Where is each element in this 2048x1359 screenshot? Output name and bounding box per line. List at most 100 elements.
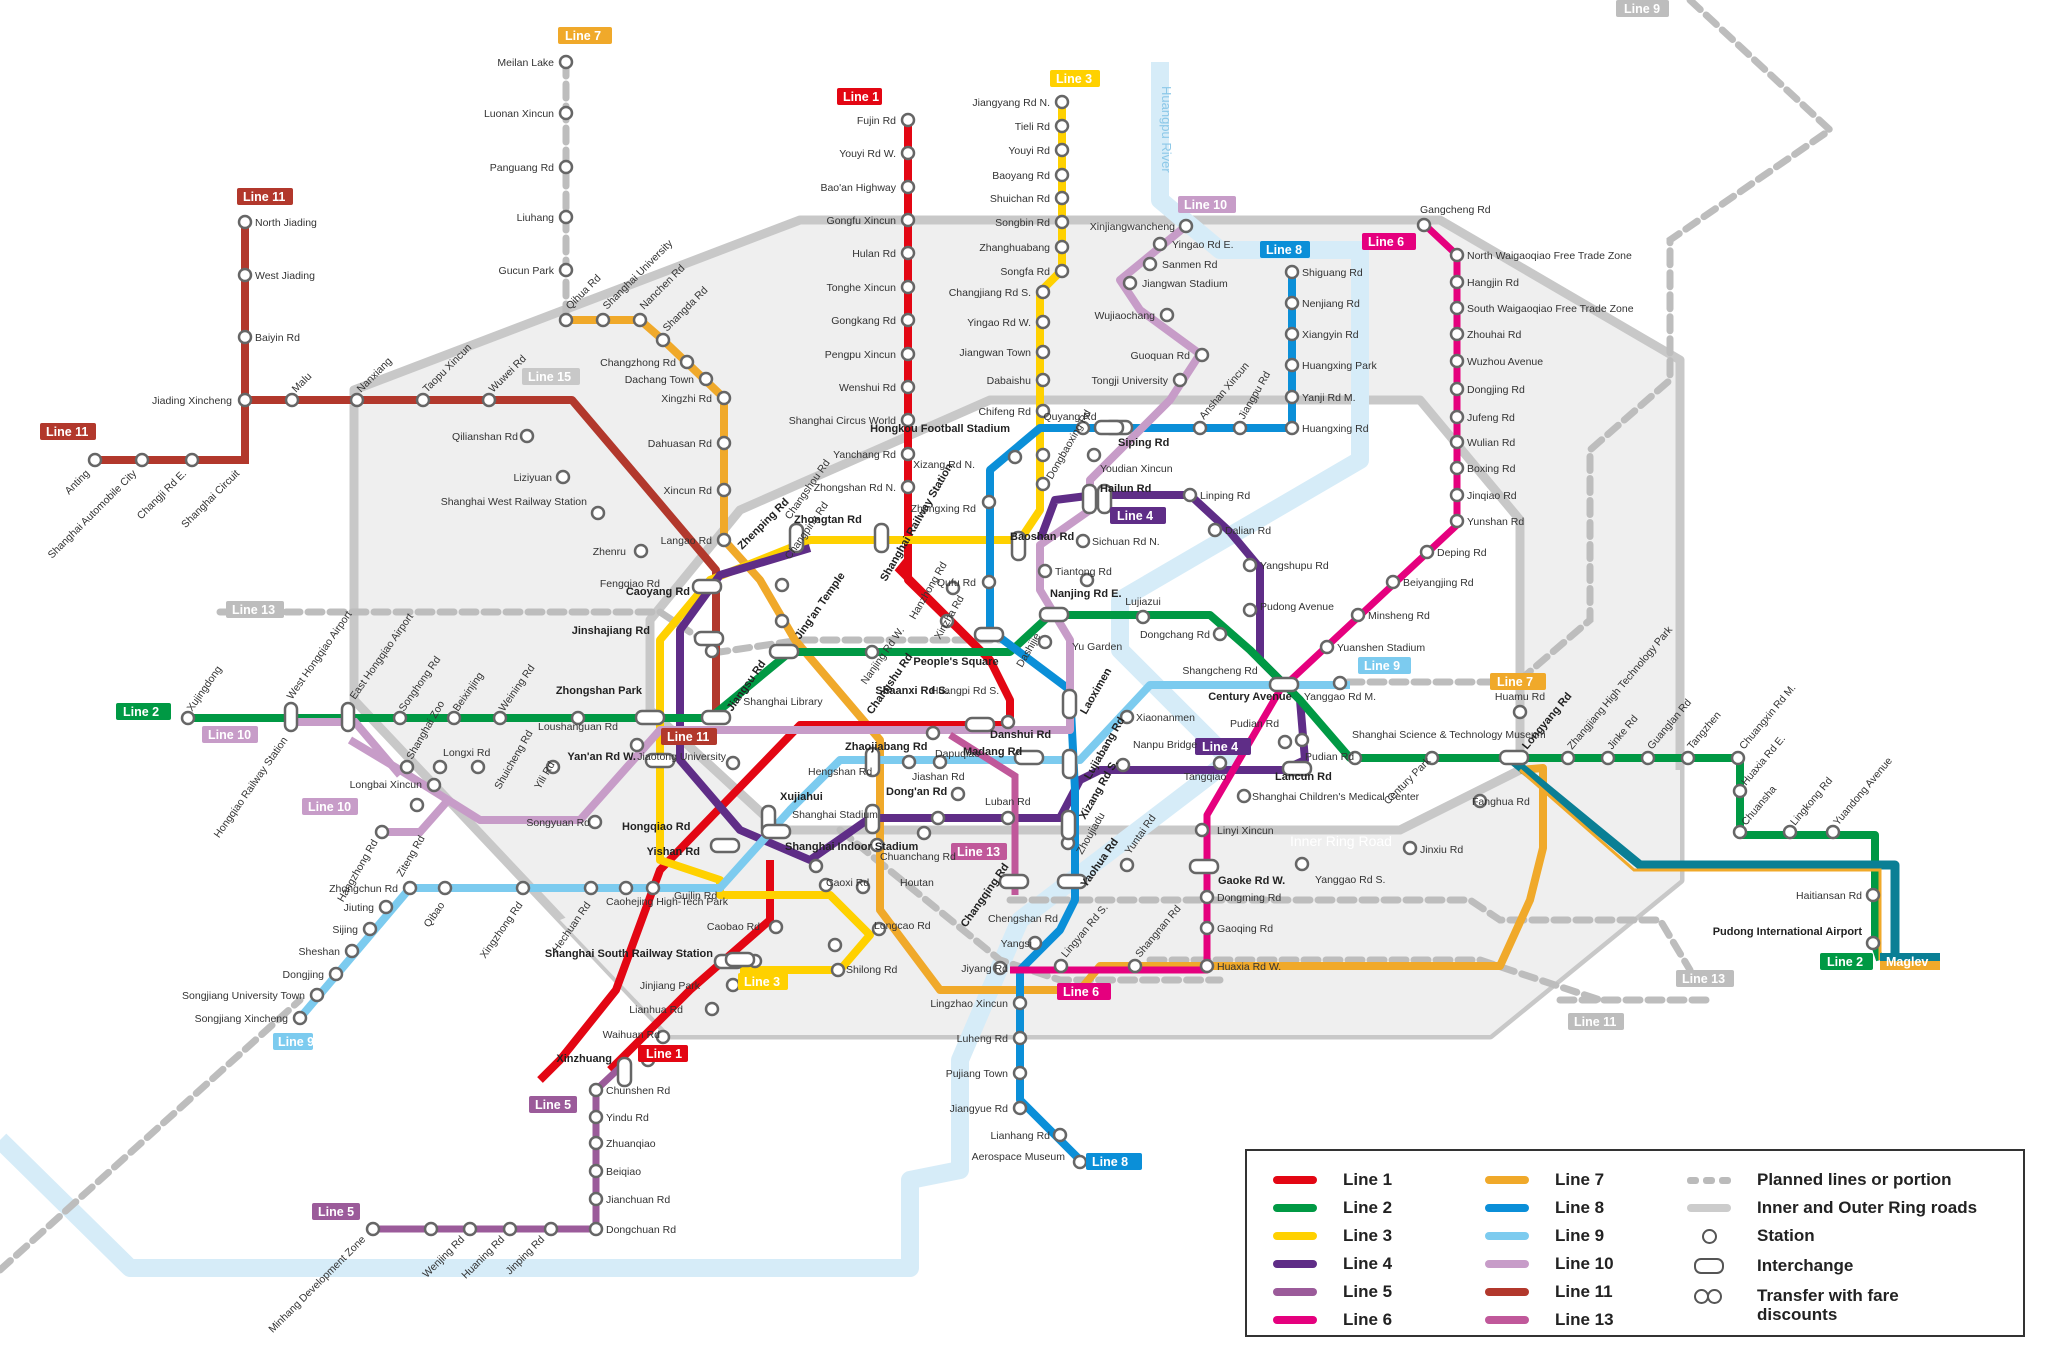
svg-text:Line 1: Line 1 bbox=[646, 1047, 682, 1061]
svg-text:Boxing Rd: Boxing Rd bbox=[1467, 463, 1516, 475]
line-5-swatch bbox=[1273, 1288, 1317, 1296]
svg-text:Pudian Rd: Pudian Rd bbox=[1305, 751, 1354, 763]
svg-text:Jiyang Rd: Jiyang Rd bbox=[961, 963, 1008, 975]
svg-text:Liuhang: Liuhang bbox=[517, 212, 555, 224]
svg-text:Lianhang Rd: Lianhang Rd bbox=[990, 1130, 1050, 1142]
svg-text:Shuichan Rd: Shuichan Rd bbox=[990, 193, 1050, 205]
maglev-line bbox=[1509, 756, 1900, 960]
svg-text:Yingao Rd W.: Yingao Rd W. bbox=[967, 317, 1031, 329]
svg-text:Huangpi Rd S.: Huangpi Rd S. bbox=[931, 685, 999, 697]
svg-text:Malu: Malu bbox=[290, 370, 315, 395]
line-9 bbox=[296, 681, 1350, 1021]
svg-text:Dalian Rd: Dalian Rd bbox=[1225, 525, 1271, 537]
svg-text:Hailun Rd: Hailun Rd bbox=[1100, 483, 1151, 495]
svg-text:Hulan Rd: Hulan Rd bbox=[852, 248, 896, 260]
svg-text:Shanghai South Railway Station: Shanghai South Railway Station bbox=[545, 948, 713, 960]
svg-text:Yindu Rd: Yindu Rd bbox=[606, 1112, 649, 1124]
legend-line-11: Line 11 bbox=[1485, 1280, 1613, 1304]
svg-text:People's Square: People's Square bbox=[913, 656, 998, 668]
line-13-swatch bbox=[1485, 1316, 1529, 1324]
legend-line-7: Line 7 bbox=[1485, 1168, 1604, 1192]
svg-text:Linping Rd: Linping Rd bbox=[1200, 490, 1250, 502]
svg-text:Wuzhou Avenue: Wuzhou Avenue bbox=[1467, 356, 1543, 368]
svg-text:Line 8: Line 8 bbox=[1266, 243, 1302, 257]
svg-text:Century Avenue: Century Avenue bbox=[1208, 691, 1292, 703]
svg-text:Dahuasan Rd: Dahuasan Rd bbox=[648, 438, 712, 450]
svg-text:Zhaojiabang Rd: Zhaojiabang Rd bbox=[845, 741, 928, 753]
svg-text:Yingao Rd E.: Yingao Rd E. bbox=[1172, 239, 1233, 251]
svg-text:North Jiading: North Jiading bbox=[255, 217, 317, 229]
svg-text:Dong'an Rd: Dong'an Rd bbox=[886, 786, 947, 798]
line-11-swatch bbox=[1485, 1288, 1529, 1296]
svg-text:Youyi Rd: Youyi Rd bbox=[1008, 145, 1050, 157]
svg-text:Xiaonanmen: Xiaonanmen bbox=[1136, 712, 1195, 724]
svg-text:Loushanguan Rd: Loushanguan Rd bbox=[538, 721, 618, 733]
station-markers bbox=[87, 54, 1881, 1237]
svg-text:Hongqiao Rd: Hongqiao Rd bbox=[622, 821, 690, 833]
svg-text:Zhouhai Rd: Zhouhai Rd bbox=[1467, 329, 1521, 341]
svg-text:Lancun Rd: Lancun Rd bbox=[1275, 771, 1332, 783]
svg-text:Luonan Xincun: Luonan Xincun bbox=[484, 108, 554, 120]
svg-text:Yuandong Avenue: Yuandong Avenue bbox=[1831, 755, 1895, 828]
svg-text:Pengpu Xincun: Pengpu Xincun bbox=[825, 349, 896, 361]
svg-text:Zhenru: Zhenru bbox=[593, 546, 626, 558]
legend-line-1: Line 1 bbox=[1273, 1168, 1392, 1192]
svg-text:Yangshupu Rd: Yangshupu Rd bbox=[1260, 560, 1329, 572]
legend-line-9: Line 9 bbox=[1485, 1224, 1604, 1248]
svg-text:Changzhong Rd: Changzhong Rd bbox=[600, 357, 676, 369]
legend-line-8: Line 8 bbox=[1485, 1196, 1604, 1220]
svg-text:Panguang Rd: Panguang Rd bbox=[490, 162, 554, 174]
legend-line-6: Line 6 bbox=[1273, 1308, 1392, 1332]
svg-text:North Waigaoqiao Free Trade Zo: North Waigaoqiao Free Trade Zone bbox=[1467, 250, 1632, 262]
svg-text:Line 2: Line 2 bbox=[123, 705, 159, 719]
svg-text:Gaoke Rd W.: Gaoke Rd W. bbox=[1218, 875, 1285, 887]
svg-text:Maglev: Maglev bbox=[1886, 955, 1928, 969]
svg-text:Line 7: Line 7 bbox=[1497, 675, 1533, 689]
svg-text:Houtan: Houtan bbox=[900, 877, 934, 889]
ring-road-icon bbox=[1687, 1204, 1731, 1212]
svg-text:Beiyangjing Rd: Beiyangjing Rd bbox=[1403, 577, 1474, 589]
svg-text:Line 9: Line 9 bbox=[278, 1035, 314, 1049]
line-2-swatch bbox=[1273, 1204, 1317, 1212]
svg-text:Shanghai Indoor Stadium: Shanghai Indoor Stadium bbox=[785, 841, 918, 853]
svg-text:Dapuqiao: Dapuqiao bbox=[935, 748, 980, 760]
svg-text:Line 4: Line 4 bbox=[1202, 740, 1238, 754]
svg-text:Yanji Rd M.: Yanji Rd M. bbox=[1302, 392, 1356, 404]
svg-text:Xingzhong Rd: Xingzhong Rd bbox=[478, 900, 526, 961]
svg-text:Sanmen Rd: Sanmen Rd bbox=[1162, 259, 1218, 271]
river-label: Huangpu River bbox=[1159, 86, 1174, 173]
svg-text:Line 9: Line 9 bbox=[1624, 2, 1660, 16]
svg-text:Yan'an Rd W.: Yan'an Rd W. bbox=[567, 751, 636, 763]
svg-text:Xiangyin Rd: Xiangyin Rd bbox=[1302, 329, 1359, 341]
svg-text:Dongchuan Rd: Dongchuan Rd bbox=[606, 1224, 676, 1236]
svg-text:Gucun Park: Gucun Park bbox=[499, 265, 555, 277]
svg-text:Gangcheng Rd: Gangcheng Rd bbox=[1420, 204, 1491, 216]
interchange-icon bbox=[1687, 1258, 1731, 1274]
svg-text:Deping Rd: Deping Rd bbox=[1437, 547, 1487, 559]
svg-text:Line 13: Line 13 bbox=[232, 603, 275, 617]
line-4-swatch bbox=[1273, 1260, 1317, 1268]
svg-text:South Waigaoqiao Free Trade Zo: South Waigaoqiao Free Trade Zone bbox=[1467, 303, 1634, 315]
svg-text:Jinjiang Park: Jinjiang Park bbox=[640, 980, 701, 992]
svg-text:Tongji University: Tongji University bbox=[1092, 375, 1169, 387]
svg-text:Caoyang Rd: Caoyang Rd bbox=[626, 586, 690, 598]
legend-line-3: Line 3 bbox=[1273, 1224, 1392, 1248]
svg-text:Xujingdong: Xujingdong bbox=[185, 664, 225, 714]
svg-text:Caobao Rd: Caobao Rd bbox=[707, 921, 760, 933]
svg-text:Xingzhi Rd: Xingzhi Rd bbox=[661, 393, 712, 405]
svg-text:Line 10: Line 10 bbox=[308, 800, 351, 814]
svg-text:Meilan Lake: Meilan Lake bbox=[497, 57, 554, 69]
svg-text:Pudong International Airport: Pudong International Airport bbox=[1713, 926, 1863, 938]
svg-text:Yuanshen Stadium: Yuanshen Stadium bbox=[1337, 642, 1425, 654]
svg-text:Shanghai Science & Technology: Shanghai Science & Technology Museum bbox=[1352, 729, 1546, 741]
line-9-swatch bbox=[1485, 1232, 1529, 1240]
svg-text:Beiqiao: Beiqiao bbox=[606, 1166, 641, 1178]
svg-text:Linyi Xincun: Linyi Xincun bbox=[1217, 825, 1274, 837]
svg-text:Sichuan Rd N.: Sichuan Rd N. bbox=[1092, 536, 1160, 548]
svg-text:Dongjing: Dongjing bbox=[283, 969, 325, 981]
svg-text:Jiangyue Rd: Jiangyue Rd bbox=[950, 1103, 1009, 1115]
svg-text:Jinqiao Rd: Jinqiao Rd bbox=[1467, 490, 1517, 502]
svg-text:Lujiazui: Lujiazui bbox=[1125, 596, 1161, 608]
station-icon bbox=[1687, 1228, 1731, 1244]
svg-text:Ziteng Rd: Ziteng Rd bbox=[394, 833, 427, 879]
